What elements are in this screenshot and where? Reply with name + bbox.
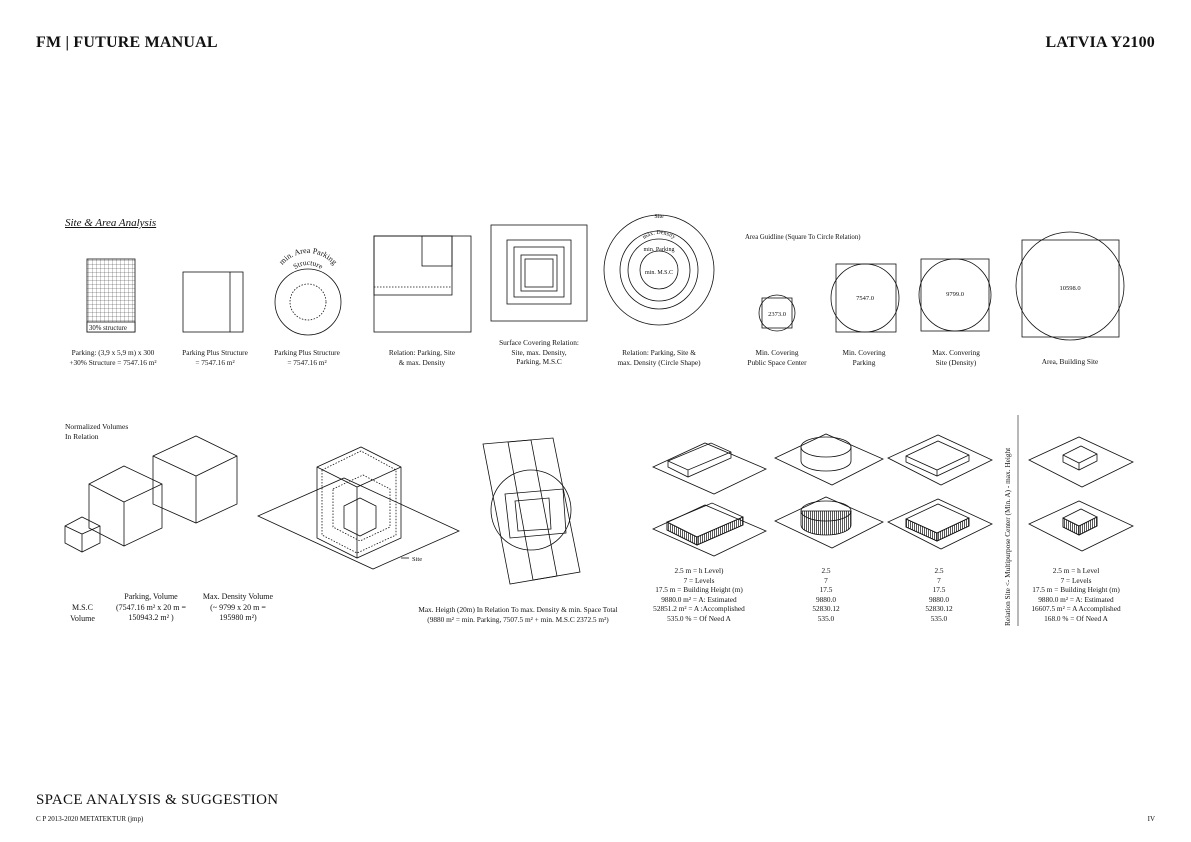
section-title-site-analysis: Site & Area Analysis — [65, 217, 157, 229]
site-label: Site — [412, 556, 422, 563]
vertical-relation-label: Relation Site <- Multipurpose Center (Mi… — [1003, 447, 1012, 626]
caption-parking: Parking: (3,9 x 5,9 m) x 300+30% Structu… — [69, 348, 157, 367]
normalized-volumes-cubes — [64, 435, 238, 553]
area-value-site: 10598.0 — [1059, 285, 1080, 292]
caption-surface-covering: Surface Covering Relation:Site, max. Den… — [499, 338, 579, 366]
parking-structure-square — [182, 271, 244, 333]
area-value-parking: 7547.0 — [856, 295, 874, 302]
ring-inner-label: Structure — [291, 258, 325, 271]
footer-copyright: C P 2013-2020 METATEKTUR (jmp) — [36, 815, 144, 823]
page-number: IV — [1147, 815, 1155, 823]
circle-label-parking: min. Parking — [644, 247, 675, 253]
footer-title: SPACE ANALYSIS & SUGGESTION — [36, 792, 279, 808]
min-cover-parking-diagram — [830, 263, 900, 333]
column-3-buildings — [887, 434, 993, 550]
caption-max-height: Max. Heigth (20m) In Relation To max. De… — [418, 605, 618, 624]
guideline-title: Area Guidline (Square To Circle Relation… — [745, 234, 861, 241]
column-4-buildings — [1028, 436, 1134, 552]
caption-parking-volume: Parking, Volume(7547.16 m² x 20 m =15094… — [115, 592, 187, 622]
circle-label-site: Site — [654, 214, 664, 220]
caption-area-building-site: Area, Building Site — [1041, 357, 1099, 366]
column-1-buildings — [652, 442, 767, 557]
parking-grid-diagram — [86, 258, 136, 333]
circle-label-density: max. Density — [642, 230, 676, 241]
min-cover-psc-diagram — [758, 294, 796, 332]
area-value-density: 9799.0 — [946, 291, 964, 298]
circle-label-msc: min. M.S.C — [645, 270, 673, 276]
caption-parking-plus-structure-2: Parking Plus Structure= 7547.16 m² — [274, 348, 340, 367]
max-cover-site-diagram — [918, 258, 992, 332]
caption-relation: Relation: Parking, Site& max. Density — [388, 348, 456, 367]
header-title: FM | FUTURE MANUAL — [36, 34, 218, 51]
relation-circle-diagram — [603, 214, 715, 326]
grid-label: 30% structure — [89, 325, 127, 332]
surface-covering-diagram — [490, 224, 588, 322]
wireframe-volume-on-site — [257, 446, 460, 570]
max-height-rotated-diagram — [482, 437, 581, 585]
parking-structure-ring — [274, 268, 342, 336]
header-project: LATVIA Y2100 — [1045, 34, 1155, 51]
caption-parking-plus-structure-1: Parking Plus Structure= 7547.16 m² — [182, 348, 248, 367]
area-building-site-diagram — [1015, 231, 1125, 341]
column-2-buildings — [774, 433, 884, 549]
caption-max-density-volume: Max. Density Volume(~ 9799 x 20 m =19598… — [202, 592, 274, 622]
area-value-psc: 2373.0 — [768, 311, 786, 318]
relation-square-diagram — [373, 235, 472, 333]
caption-relation-circle: Relation: Parking, Site &max. Density (C… — [617, 348, 701, 367]
